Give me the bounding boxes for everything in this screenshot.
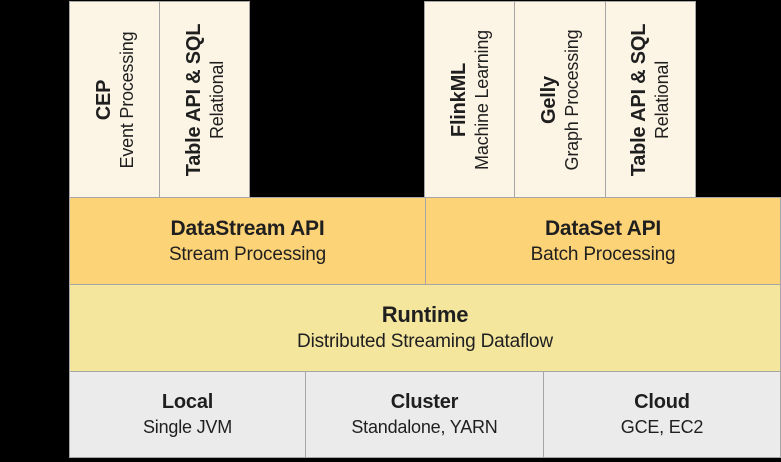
library-table-api-sql-stream-label: Table API & SQL Relational bbox=[161, 3, 249, 196]
deploy-subtitle: GCE, EC2 bbox=[620, 417, 704, 438]
deployment-row: Local Single JVM Cluster Standalone, YAR… bbox=[69, 371, 781, 458]
library-flinkml: FlinkML Machine Learning bbox=[425, 2, 514, 197]
runtime-title: Runtime bbox=[381, 301, 469, 327]
api-subtitle: Stream Processing bbox=[168, 243, 327, 265]
deploy-subtitle: Single JVM bbox=[142, 417, 233, 438]
deploy-cloud: Cloud GCE, EC2 bbox=[543, 372, 780, 457]
deploy-title: Cloud bbox=[634, 391, 690, 414]
library-table-api-sql-stream: Table API & SQL Relational bbox=[159, 2, 249, 197]
runtime-box: Runtime Distributed Streaming Dataflow bbox=[69, 284, 781, 372]
runtime-subtitle: Distributed Streaming Dataflow bbox=[297, 331, 553, 353]
library-flinkml-label: FlinkML Machine Learning bbox=[426, 3, 514, 196]
dataset-api-box: DataSet API Batch Processing bbox=[425, 198, 780, 284]
api-title: DataStream API bbox=[170, 216, 325, 240]
libraries-batch-group: FlinkML Machine Learning Gelly Graph Pro… bbox=[424, 1, 696, 198]
datastream-api-box: DataStream API Stream Processing bbox=[70, 198, 425, 284]
deploy-cluster: Cluster Standalone, YARN bbox=[305, 372, 543, 457]
library-table-api-sql-batch-label: Table API & SQL Relational bbox=[606, 3, 694, 196]
library-title: Table API & SQL bbox=[182, 23, 205, 176]
deploy-title: Cluster bbox=[390, 391, 459, 414]
library-subtitle: Relational bbox=[206, 60, 227, 139]
library-subtitle: Graph Processing bbox=[561, 29, 582, 170]
libraries-streaming-group: CEP Event Processing Table API & SQL Rel… bbox=[69, 1, 250, 198]
library-subtitle: Relational bbox=[651, 60, 672, 139]
library-title: Gelly bbox=[537, 75, 560, 124]
deploy-title: Local bbox=[161, 391, 214, 414]
api-title: DataSet API bbox=[544, 216, 662, 240]
runtime-label: Runtime Distributed Streaming Dataflow bbox=[70, 285, 780, 371]
library-subtitle: Event Processing bbox=[116, 31, 137, 168]
library-title: Table API & SQL bbox=[627, 23, 650, 176]
api-subtitle: Batch Processing bbox=[530, 243, 676, 265]
library-title: CEP bbox=[92, 79, 115, 120]
library-cep: CEP Event Processing bbox=[70, 2, 159, 197]
library-table-api-sql-batch: Table API & SQL Relational bbox=[604, 2, 695, 197]
api-row: DataStream API Stream Processing DataSet… bbox=[69, 197, 781, 285]
library-subtitle: Machine Learning bbox=[471, 29, 492, 170]
library-gelly: Gelly Graph Processing bbox=[514, 2, 604, 197]
library-gelly-label: Gelly Graph Processing bbox=[516, 3, 604, 196]
deploy-local: Local Single JVM bbox=[70, 372, 305, 457]
library-title: FlinkML bbox=[447, 62, 470, 137]
deploy-subtitle: Standalone, YARN bbox=[351, 417, 498, 438]
library-cep-label: CEP Event Processing bbox=[71, 3, 159, 196]
